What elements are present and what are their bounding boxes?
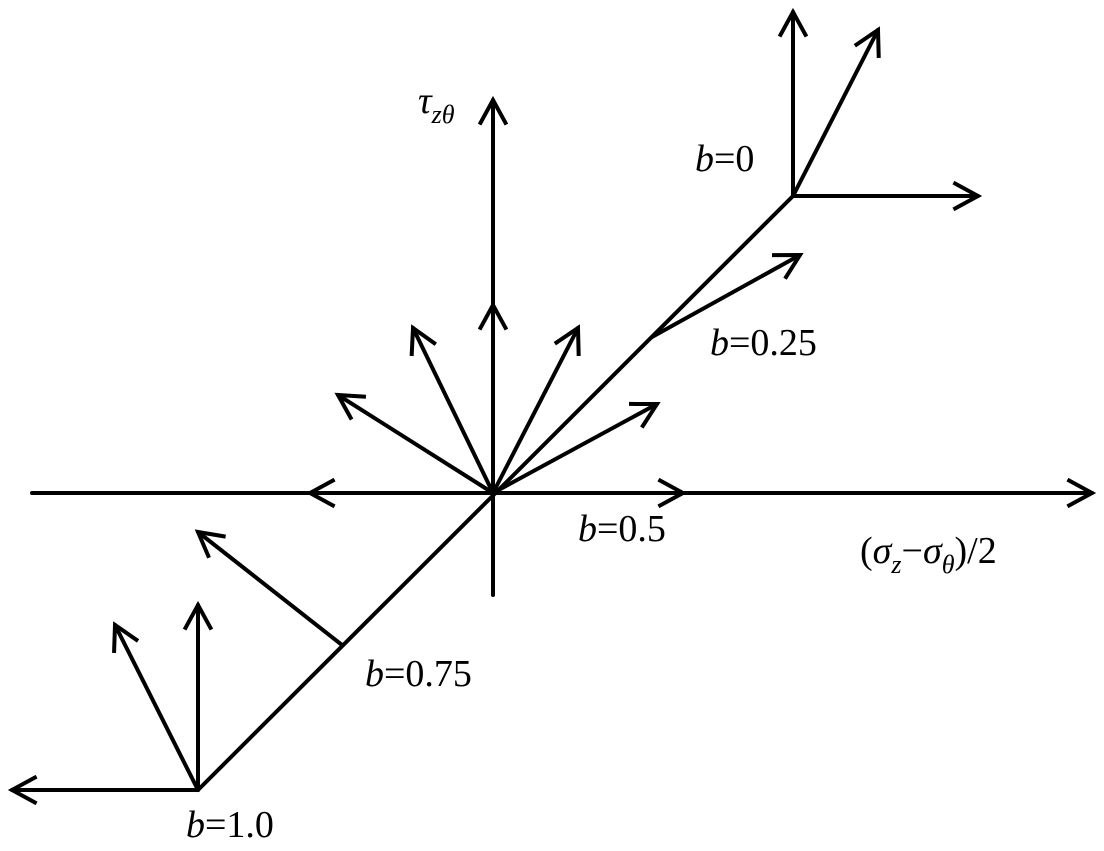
label-var: b [186, 804, 205, 846]
label-var: b [710, 322, 729, 364]
arrowhead [194, 529, 226, 559]
arrowhead [334, 392, 367, 421]
arrowhead [112, 621, 140, 654]
label-var: b [365, 653, 384, 695]
label-value: =0 [714, 138, 755, 180]
arrowhead [657, 477, 688, 509]
x-label-close: )/2 [954, 530, 997, 572]
arrowhead [628, 401, 661, 429]
label-value: =0.75 [384, 653, 472, 695]
label-value: =0.5 [597, 508, 666, 550]
label-b-0-75: b=0.75 [365, 655, 472, 693]
y-axis-label: τzθ [418, 82, 455, 128]
arrowhead [477, 300, 509, 331]
label-var: b [695, 138, 714, 180]
sigma-theta-sub: θ [941, 550, 955, 579]
vector-b025 [650, 253, 802, 339]
arrowhead [477, 95, 509, 126]
vector-b05-4 [411, 326, 495, 495]
arrowhead [853, 26, 881, 59]
arrowhead [409, 324, 437, 357]
x-label-open: ( [860, 530, 873, 572]
tau-subscript: zθ [431, 100, 455, 129]
vector-b075 [196, 530, 344, 647]
vector-b05-5 [336, 393, 495, 495]
arrowhead [182, 600, 214, 631]
label-b-0-5: b=0.5 [578, 510, 666, 548]
label-value: =0.25 [729, 322, 817, 364]
vector-b1-diag [113, 623, 200, 792]
arrowhead [305, 477, 336, 509]
tau-symbol: τ [418, 80, 432, 122]
label-b-0-25: b=0.25 [710, 324, 817, 362]
arrowhead [952, 180, 983, 212]
arrowhead [1066, 477, 1097, 509]
label-value: =1.0 [205, 804, 274, 846]
label-var: b [578, 508, 597, 550]
sigma-z: σ [872, 530, 892, 572]
sigma-theta: σ [922, 530, 942, 572]
sigma-z-sub: z [891, 550, 902, 579]
arrowhead [7, 774, 38, 806]
label-b-0: b=0 [695, 140, 754, 178]
arrowhead [777, 7, 809, 38]
vector-b05-1 [491, 402, 659, 495]
arrowhead [771, 252, 804, 280]
arrowhead [553, 324, 581, 357]
label-b-1-0: b=1.0 [186, 806, 274, 844]
vector-b0-diag [791, 28, 880, 198]
x-axis-label: (σz−σθ)/2 [860, 532, 997, 578]
vector-b05-2 [491, 326, 580, 495]
x-label-minus: − [901, 530, 923, 572]
